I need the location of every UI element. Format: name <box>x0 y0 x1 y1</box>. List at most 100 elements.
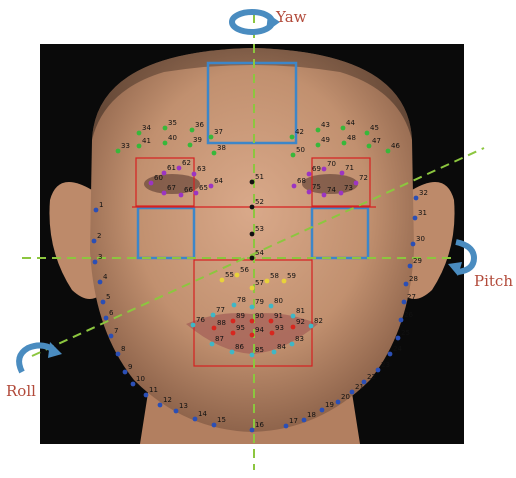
landmark-label-80: 80 <box>274 297 283 305</box>
landmark-point-4 <box>97 279 103 285</box>
landmark-point-43 <box>315 127 321 133</box>
landmark-label-74: 74 <box>327 186 336 194</box>
landmark-point-15 <box>211 422 217 428</box>
landmark-label-15: 15 <box>217 416 226 424</box>
landmark-label-29: 29 <box>413 257 422 265</box>
landmark-point-75 <box>306 189 312 195</box>
landmark-point-57 <box>249 285 255 291</box>
landmark-point-28 <box>403 281 409 287</box>
landmark-label-58: 58 <box>270 272 279 280</box>
landmark-label-67: 67 <box>167 184 176 192</box>
roll-axis <box>31 147 485 357</box>
landmark-point-52 <box>249 204 255 210</box>
landmark-point-94 <box>249 332 255 338</box>
landmark-point-77 <box>210 312 216 318</box>
landmark-point-83 <box>289 341 295 347</box>
neck <box>140 380 360 444</box>
landmark-point-34 <box>136 130 142 136</box>
landmark-point-37 <box>208 134 214 140</box>
landmark-label-25: 25 <box>401 329 410 337</box>
landmark-point-27 <box>401 299 407 305</box>
landmark-label-76: 76 <box>196 316 205 324</box>
landmark-point-7 <box>108 333 114 339</box>
landmark-label-90: 90 <box>255 312 264 320</box>
left-eye-shape <box>144 174 200 194</box>
landmark-label-2: 2 <box>97 232 101 240</box>
landmark-label-86: 86 <box>235 343 244 351</box>
landmark-point-66 <box>178 192 184 198</box>
landmark-label-89: 89 <box>236 312 245 320</box>
landmark-point-39 <box>187 142 193 148</box>
landmark-point-81 <box>290 313 296 319</box>
landmark-label-65: 65 <box>199 184 208 192</box>
landmark-label-40: 40 <box>168 134 177 142</box>
landmark-label-63: 63 <box>197 165 206 173</box>
landmark-point-71 <box>339 170 345 176</box>
landmark-label-20: 20 <box>341 393 350 401</box>
landmark-point-49 <box>315 142 321 148</box>
landmark-label-26: 26 <box>404 311 413 319</box>
landmark-label-16: 16 <box>255 421 264 429</box>
landmark-label-23: 23 <box>381 361 390 369</box>
landmark-label-82: 82 <box>314 317 323 325</box>
landmark-point-89 <box>230 318 236 324</box>
landmark-point-13 <box>173 408 179 414</box>
landmark-point-18 <box>301 417 307 423</box>
landmark-point-55 <box>219 277 225 283</box>
landmark-label-52: 52 <box>255 198 264 206</box>
landmark-label-9: 9 <box>128 363 132 371</box>
landmark-point-90 <box>249 318 255 324</box>
landmark-point-23 <box>375 367 381 373</box>
pitch-label: Pitch <box>474 272 513 290</box>
pitch-rotation-arrow <box>448 239 478 276</box>
landmark-point-79 <box>249 304 255 310</box>
roll-label: Roll <box>6 382 36 400</box>
landmark-point-80 <box>268 303 274 309</box>
landmark-point-22 <box>361 379 367 385</box>
landmark-label-45: 45 <box>370 124 379 132</box>
landmark-label-4: 4 <box>103 273 108 281</box>
landmark-point-44 <box>340 125 346 131</box>
landmark-point-35 <box>162 125 168 131</box>
landmark-label-7: 7 <box>114 327 118 335</box>
landmark-point-65 <box>193 190 199 196</box>
landmark-label-5: 5 <box>106 293 110 301</box>
landmark-label-88: 88 <box>217 319 226 327</box>
right-ear <box>404 182 455 299</box>
landmark-label-8: 8 <box>121 345 125 353</box>
landmark-point-11 <box>143 392 149 398</box>
landmark-label-11: 11 <box>149 386 158 394</box>
landmark-label-27: 27 <box>407 293 416 301</box>
landmark-label-73: 73 <box>344 184 353 192</box>
landmark-point-56 <box>234 272 240 278</box>
rotation-axes <box>22 14 485 470</box>
left-eye-box <box>135 157 195 207</box>
landmark-label-91: 91 <box>274 312 283 320</box>
landmark-point-10 <box>130 381 136 387</box>
landmark-point-2 <box>91 238 97 244</box>
landmark-label-6: 6 <box>109 309 114 317</box>
landmark-label-37: 37 <box>214 128 223 136</box>
landmark-label-61: 61 <box>167 164 176 172</box>
left-ear <box>49 182 100 299</box>
landmark-label-79: 79 <box>255 298 264 306</box>
landmark-label-10: 10 <box>136 375 145 383</box>
landmark-point-54 <box>249 255 255 261</box>
landmark-point-48 <box>341 140 347 146</box>
landmark-label-19: 19 <box>325 401 334 409</box>
landmark-label-3: 3 <box>98 253 102 261</box>
landmark-point-20 <box>335 399 341 405</box>
landmark-label-66: 66 <box>184 186 193 194</box>
landmark-point-40 <box>162 140 168 146</box>
landmark-label-87: 87 <box>215 335 224 343</box>
landmark-label-46: 46 <box>391 142 400 150</box>
landmark-point-51 <box>249 179 255 185</box>
landmark-point-24 <box>387 351 393 357</box>
landmark-point-60 <box>148 180 154 186</box>
landmark-point-9 <box>122 369 128 375</box>
landmark-point-50 <box>290 152 296 158</box>
landmark-label-31: 31 <box>418 209 427 217</box>
landmark-point-45 <box>364 130 370 136</box>
landmark-label-43: 43 <box>321 121 330 129</box>
